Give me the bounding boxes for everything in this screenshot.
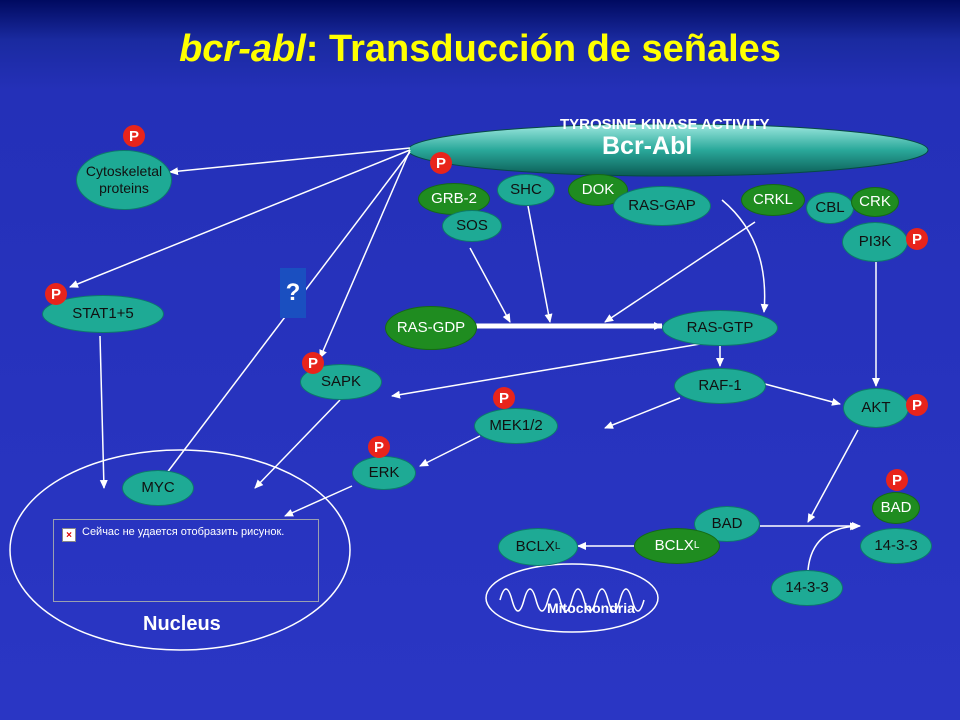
- nucleus-ellipse: [9, 449, 351, 651]
- phospho-badge-stat: P: [45, 283, 67, 305]
- dok-node: DOK: [568, 174, 628, 206]
- erk-node: ERK: [352, 456, 416, 490]
- phospho-badge-sapk: P: [302, 352, 324, 374]
- shc-node: SHC: [497, 174, 555, 206]
- 14-3-3-bottom-node: 14-3-3: [771, 570, 843, 606]
- kinase-name: Bcr-Abl: [602, 132, 693, 160]
- broken-image-text: Сейчас не удается отобразить рисунок.: [82, 526, 285, 538]
- bclx-sub: L: [554, 541, 561, 552]
- phospho-badge-akt: P: [906, 394, 928, 416]
- mitochondria-cristae: [499, 588, 645, 612]
- ras-gap-node: RAS-GAP: [613, 186, 711, 226]
- akt-node: AKT: [843, 388, 909, 428]
- stat-node: STAT1+5: [42, 295, 164, 333]
- nucleus-label: Nucleus: [143, 613, 221, 635]
- phospho-badge-cytoskeletal: P: [123, 125, 145, 147]
- cytoskeletal-label-2: proteins: [99, 180, 149, 196]
- sos-node: SOS: [442, 210, 502, 242]
- title-rest: : Transducción de señales: [305, 28, 781, 70]
- phospho-badge-bad: P: [886, 469, 908, 491]
- crk-node: CRK: [851, 187, 899, 217]
- bclx-green-label: BCLX: [654, 537, 694, 554]
- mitochondria-label: Mitochondria: [547, 600, 635, 616]
- broken-image-placeholder: × Сейчас не удается отобразить рисунок.: [53, 519, 319, 602]
- bclx-label: BCLX: [515, 538, 555, 555]
- mek-node: MEK1/2: [474, 408, 558, 444]
- unknown-question-box: ?: [280, 268, 306, 318]
- mitochondria-ellipse: [485, 563, 659, 633]
- phospho-badge-grb2: P: [430, 152, 452, 174]
- title-italic: bcr-abl: [179, 28, 306, 70]
- phospho-badge-pi3k: P: [906, 228, 928, 250]
- kinase-caption: TYROSINE KINASE ACTIVITY: [560, 116, 770, 133]
- ras-gdp-node: RAS-GDP: [385, 306, 477, 350]
- myc-node: MYC: [122, 470, 194, 506]
- crkl-node: CRKL: [741, 184, 805, 216]
- bad-phospho-node: BAD: [872, 492, 920, 524]
- ras-gtp-node: RAS-GTP: [662, 310, 778, 346]
- 14-3-3-right-node: 14-3-3: [860, 528, 932, 564]
- bclx-green-sub: L: [693, 540, 700, 551]
- broken-image-icon: ×: [62, 528, 76, 542]
- page-title: bcr-abl: Transducción de señales: [0, 28, 960, 71]
- pi3k-node: PI3K: [842, 222, 908, 262]
- phospho-badge-erk: P: [368, 436, 390, 458]
- raf1-node: RAF-1: [674, 368, 766, 404]
- cbl-node: CBL: [806, 192, 854, 224]
- phospho-badge-mek: P: [493, 387, 515, 409]
- cytoskeletal-proteins-node: Cytoskeletal proteins: [76, 150, 172, 210]
- cytoskeletal-label-1: Cytoskeletal: [85, 163, 163, 180]
